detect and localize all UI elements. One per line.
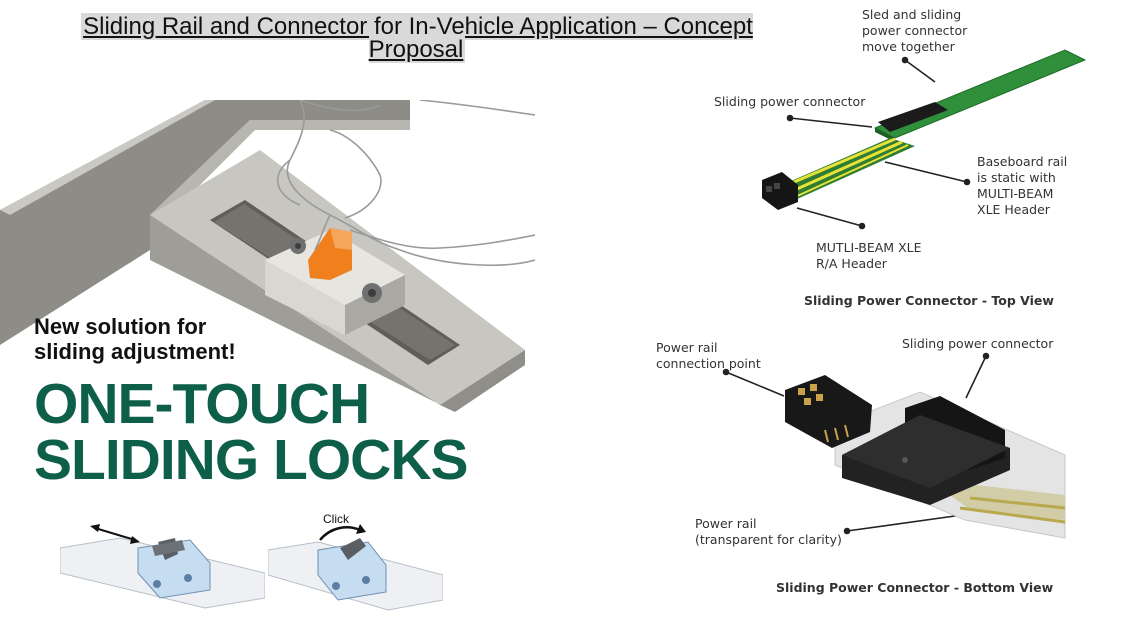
click-lock-drawing xyxy=(267,524,444,611)
headline-line-2: SLIDING LOCKS xyxy=(34,428,469,492)
callout-bottom-sliding-connector: Sliding power connector xyxy=(902,336,1054,351)
slide-lock-drawing xyxy=(59,524,266,609)
callout-connection-point-line-2: connection point xyxy=(656,356,761,371)
headline: ONE-TOUCH SLIDING LOCKS xyxy=(34,372,469,492)
bottom-view-illustration xyxy=(780,370,1070,545)
callout-header-line-1: MUTLI-BEAM XLE xyxy=(816,240,922,255)
tagline: New solution for sliding adjustment! xyxy=(34,314,236,364)
sliding-lock-illustration xyxy=(0,99,536,420)
click-label: Click xyxy=(323,512,349,526)
slide-title-text: Sliding Rail and Connector for In-Vehicl… xyxy=(81,13,753,63)
callout-baseboard-line-2: is static with xyxy=(977,170,1056,185)
top-view-drawing xyxy=(762,49,1087,210)
callout-connection-point-line-1: Power rail xyxy=(656,340,718,355)
bottom-view-caption: Sliding Power Connector - Bottom View xyxy=(776,580,1054,595)
callout-header-line-2: R/A Header xyxy=(816,256,887,271)
bottom-view-drawing xyxy=(785,375,1066,539)
top-view-illustration xyxy=(680,40,1100,280)
tagline-line-2: sliding adjustment! xyxy=(34,339,236,364)
callout-sled-line-3: move together xyxy=(862,39,955,54)
headline-line-1: ONE-TOUCH xyxy=(34,372,370,436)
callout-top-sliding-connector: Sliding power connector xyxy=(714,94,866,109)
callout-baseboard: Baseboard rail is static with MULTI-BEAM… xyxy=(977,154,1067,218)
callout-connection-point: Power rail connection point xyxy=(656,340,761,372)
lock-figure-slide xyxy=(59,518,266,613)
callout-sled: Sled and sliding power connector move to… xyxy=(862,7,967,55)
callout-baseboard-line-1: Baseboard rail xyxy=(977,154,1068,169)
callout-sled-line-1: Sled and sliding xyxy=(862,7,962,22)
callout-power-rail-line-2: (transparent for clarity) xyxy=(695,532,842,547)
callout-baseboard-line-4: XLE Header xyxy=(977,202,1050,217)
slide-title: Sliding Rail and Connector for In-Vehicl… xyxy=(54,13,780,63)
bracket-drawing xyxy=(0,99,536,412)
callout-header: MUTLI-BEAM XLE R/A Header xyxy=(816,240,922,272)
callout-sled-line-2: power connector xyxy=(862,23,968,38)
tagline-line-1: New solution for xyxy=(34,314,207,339)
callout-power-rail-line-1: Power rail xyxy=(695,516,757,531)
callout-power-rail: Power rail (transparent for clarity) xyxy=(695,516,842,548)
top-view-caption: Sliding Power Connector - Top View xyxy=(804,293,1054,308)
lock-figure-click xyxy=(267,520,444,615)
callout-baseboard-line-3: MULTI-BEAM xyxy=(977,186,1054,201)
